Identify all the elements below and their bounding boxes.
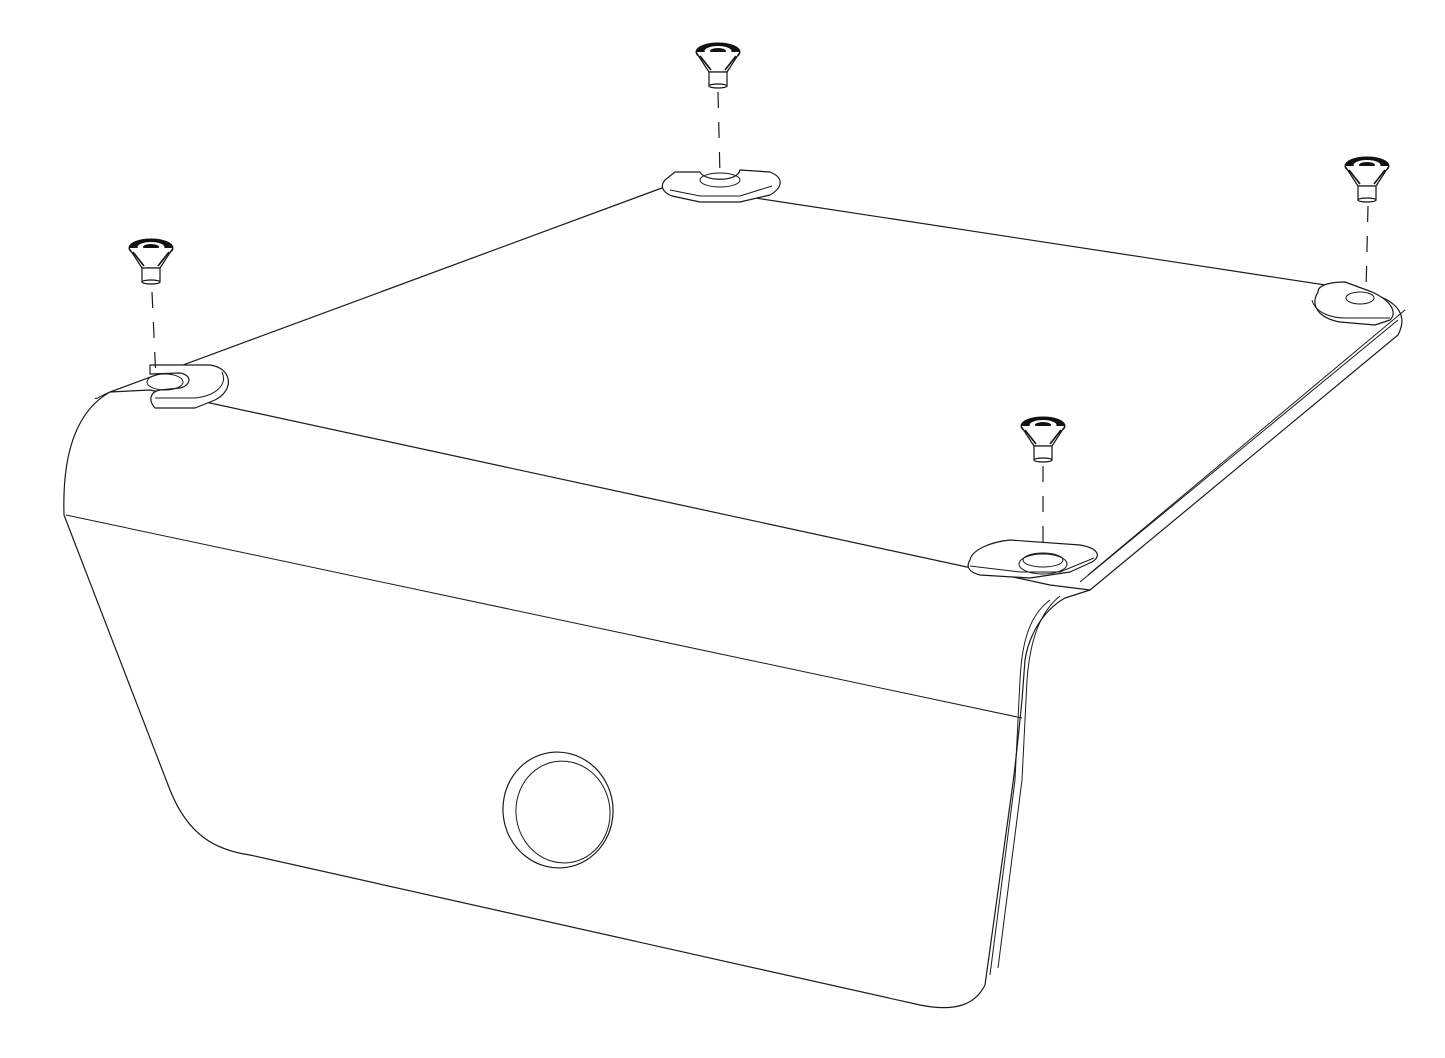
bent-plate-bracket xyxy=(63,184,1406,1009)
alignment-lines xyxy=(151,91,1369,555)
countersunk-screw-4 xyxy=(1020,416,1066,463)
countersunk-screw-3 xyxy=(1344,156,1390,203)
mounting-tabs xyxy=(146,169,1394,579)
mounting-tab-top xyxy=(661,169,781,203)
alignment-line-1 xyxy=(151,291,157,381)
mounting-tab-left xyxy=(146,364,229,409)
cable-hole-inner xyxy=(515,760,611,864)
countersunk-screw-1 xyxy=(128,238,174,285)
alignment-line-3 xyxy=(1365,205,1369,293)
bracket-left-bend-edge xyxy=(94,391,111,399)
bracket-plate-thickness-right xyxy=(1079,319,1399,583)
bracket-bend-line xyxy=(65,514,1023,719)
mounting-tab-right xyxy=(1311,281,1394,326)
bracket-front-face xyxy=(63,391,1091,1009)
bracket-plate-thickness-right-2 xyxy=(1087,309,1406,576)
cable-hole-outer xyxy=(502,751,614,869)
alignment-line-2 xyxy=(717,91,721,177)
countersunk-screw-2 xyxy=(695,42,741,89)
bracket-flange-side-2 xyxy=(997,595,1061,969)
mounting-tab-front-right xyxy=(967,539,1098,579)
bracket-flange-side-1 xyxy=(989,599,1051,976)
